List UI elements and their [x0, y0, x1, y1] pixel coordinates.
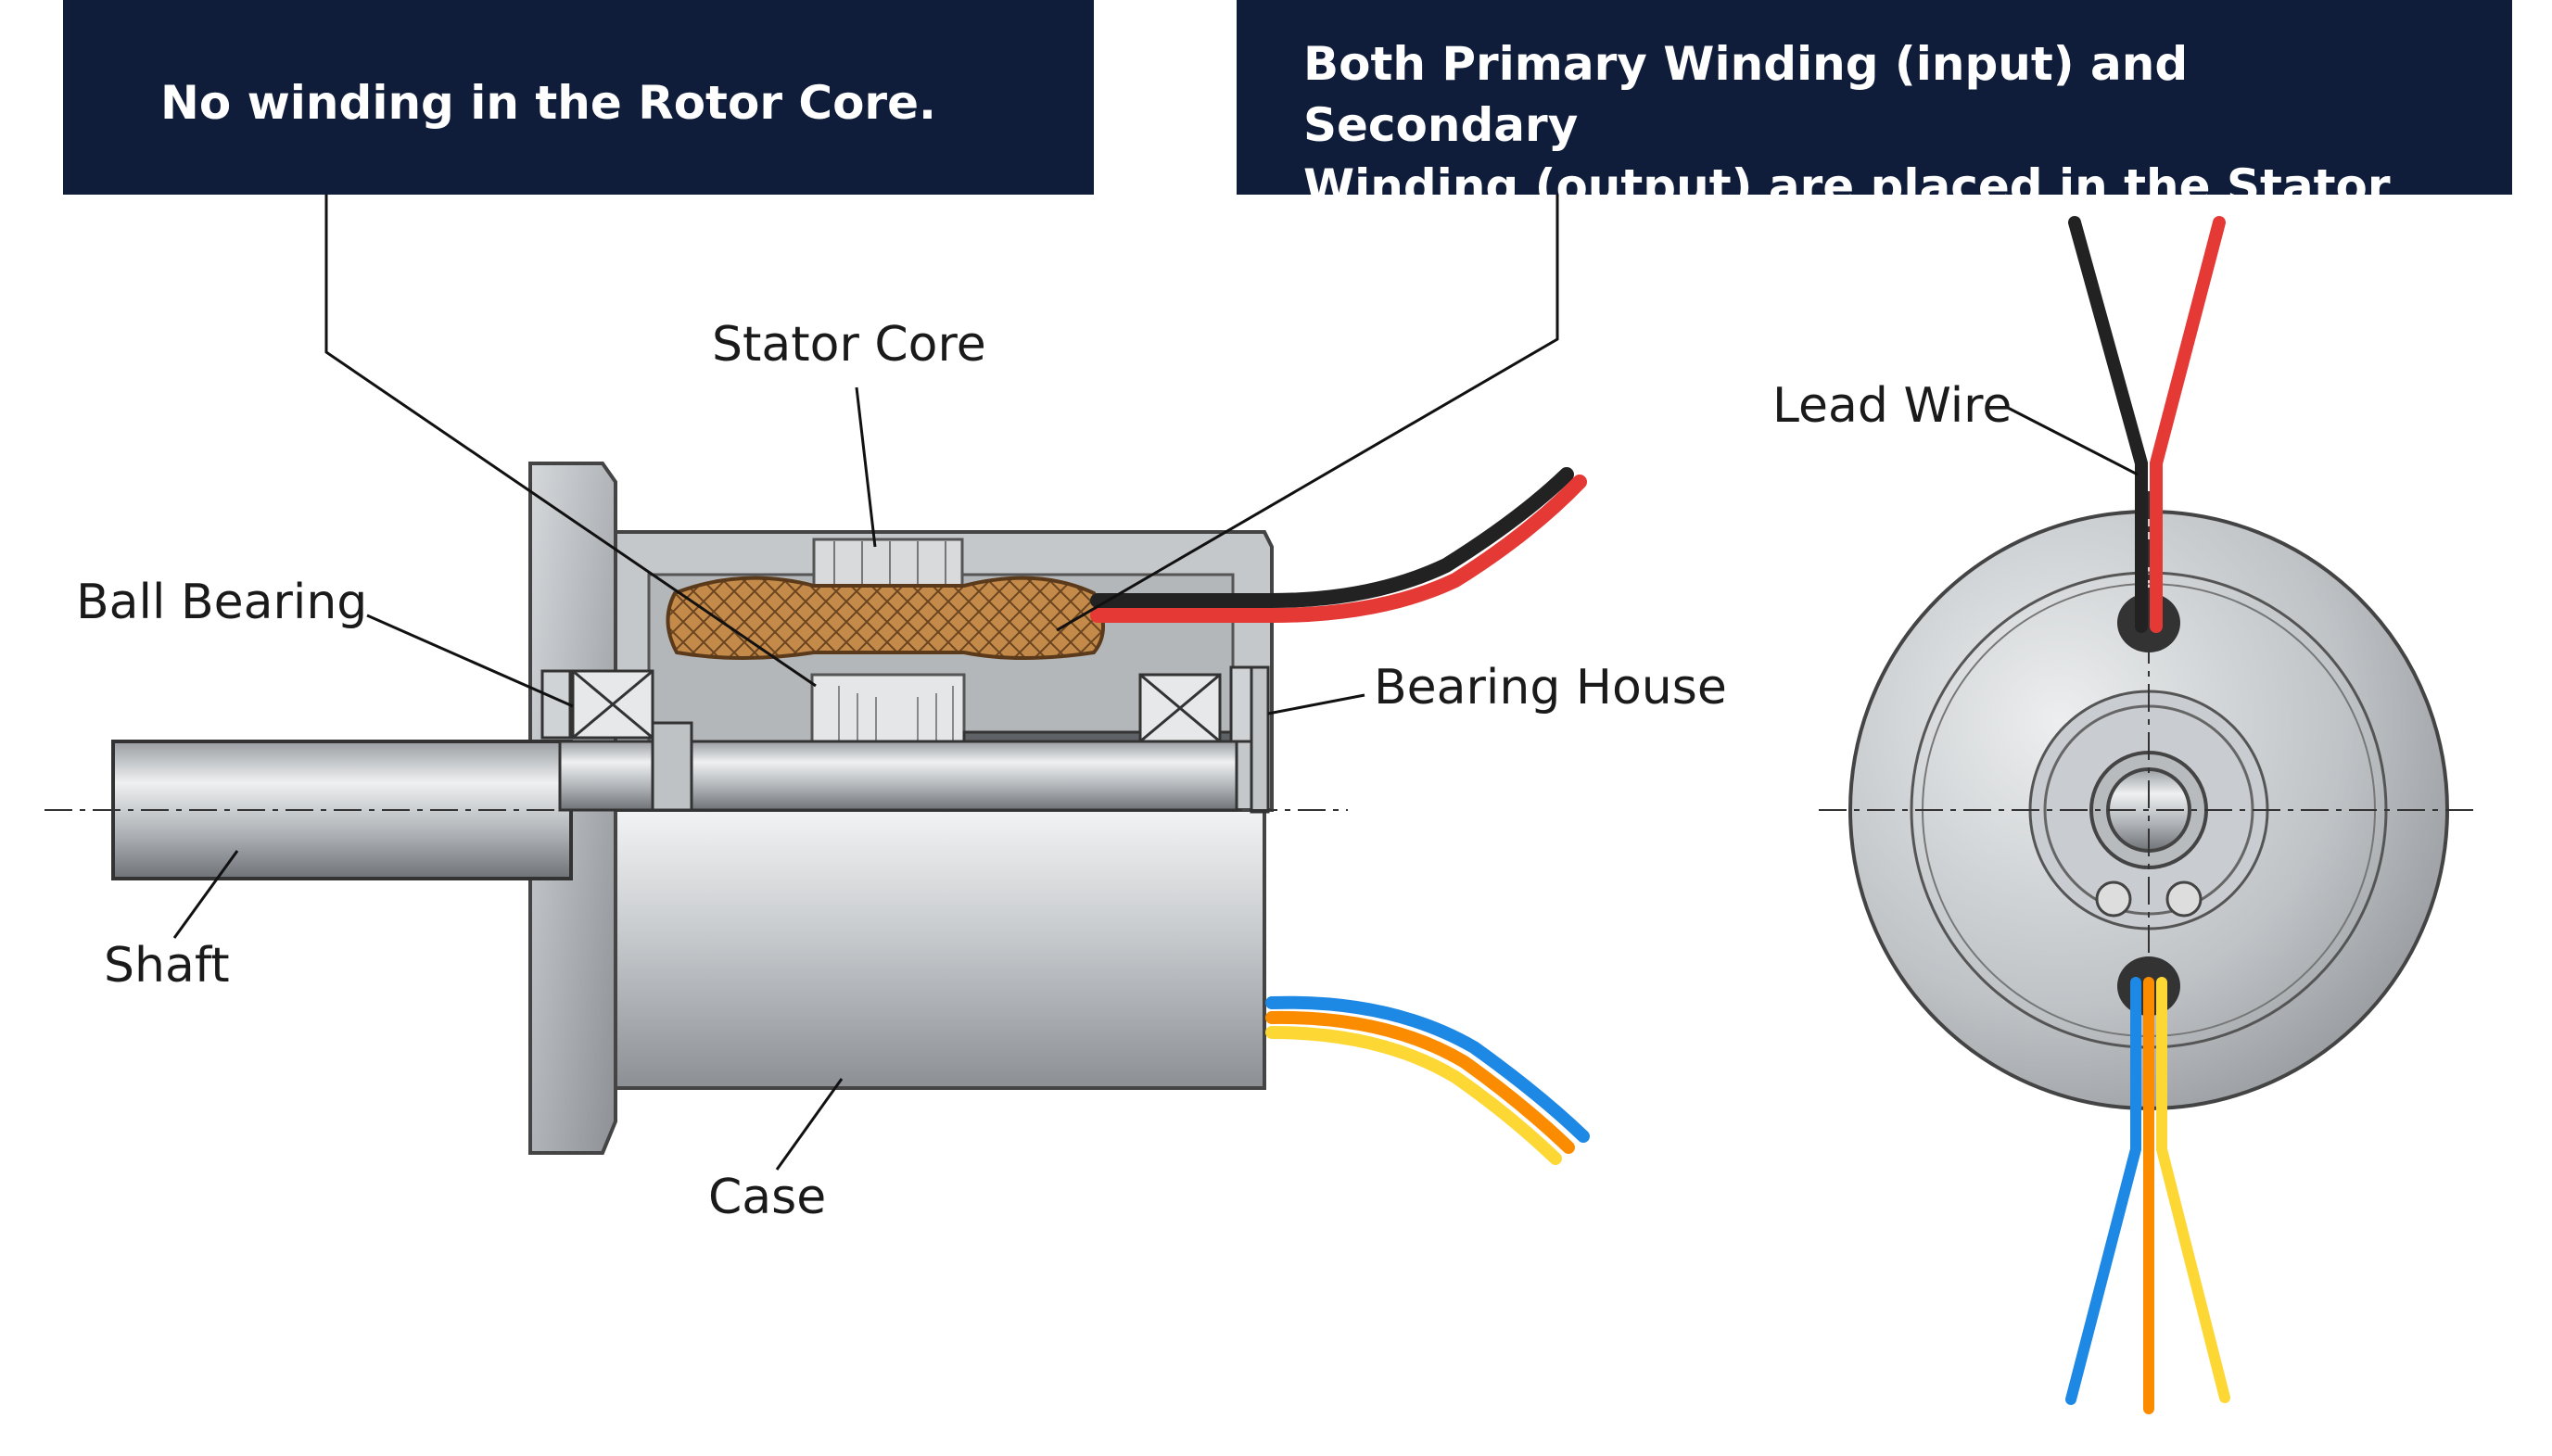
front-view [1819, 216, 2479, 1414]
stator-winding [666, 576, 1105, 660]
left-ball-bearing [540, 669, 654, 740]
label-shaft: Shaft [104, 938, 230, 994]
bearing-house [1250, 665, 1270, 814]
label-case: Case [708, 1170, 827, 1225]
rotor-callout-text: No winding in the Rotor Core. [160, 76, 936, 130]
right-ball-bearing [1138, 665, 1253, 743]
front-bottom-lead-wires [2065, 977, 2230, 1414]
leader-stator-core [855, 386, 877, 548]
label-bearing-house: Bearing House [1374, 660, 1727, 715]
leader-ball-bearing [366, 614, 574, 708]
shaft-collar [651, 721, 693, 812]
leader-lines [172, 195, 2139, 1171]
rotor-callout-box: No winding in the Rotor Core. [63, 0, 1094, 195]
front-screw-right [2165, 880, 2203, 918]
front-top-lead-wires [2068, 216, 2226, 633]
leader-lead-wire [2007, 406, 2139, 476]
label-stator-core: Stator Core [712, 317, 986, 373]
leader-shaft [172, 850, 239, 939]
leader-rotor-note [324, 195, 817, 688]
front-screw-left [2095, 880, 2132, 918]
stator-callout-text: Both Primary Winding (input) and Seconda… [1303, 37, 2391, 274]
top-lead-wires [1090, 467, 1587, 623]
stator-callout-box: Both Primary Winding (input) and Seconda… [1237, 0, 2512, 274]
leader-case [775, 1078, 844, 1171]
label-lead-wire: Lead Wire [1772, 378, 2012, 434]
label-ball-bearing: Ball Bearing [76, 575, 368, 630]
cutaway-view [44, 462, 1590, 1165]
bottom-lead-wires [1265, 995, 1590, 1165]
case-body [614, 808, 1266, 1090]
leader-bearing-house [1267, 693, 1365, 715]
leader-stator-note [1056, 195, 1559, 632]
